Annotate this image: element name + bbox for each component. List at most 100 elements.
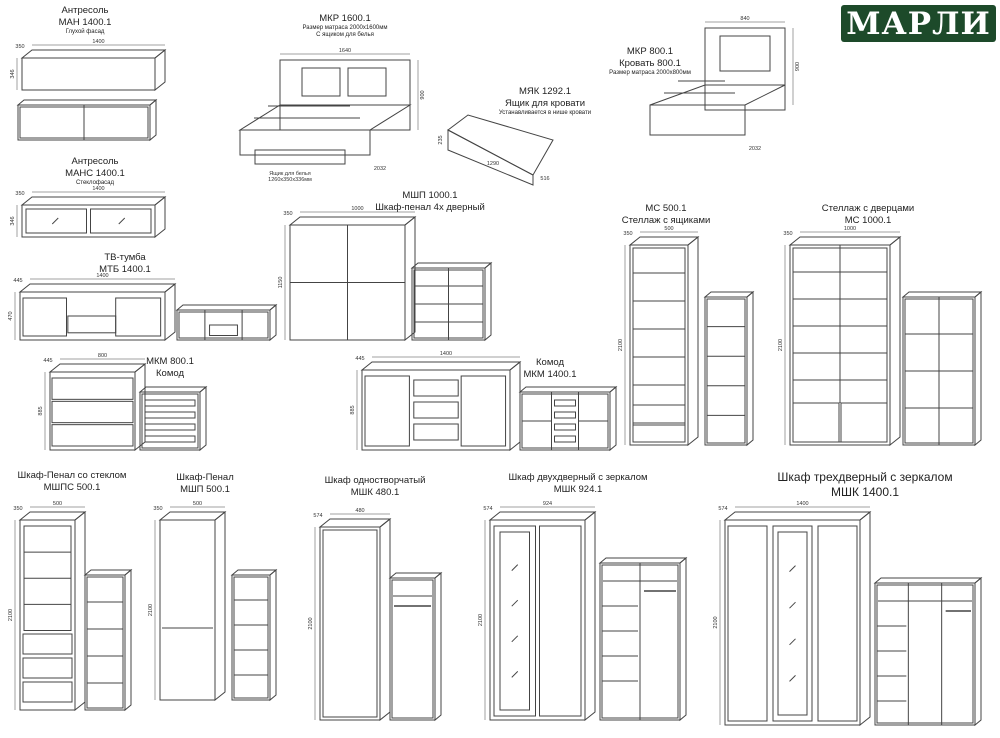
- product-subtitle: МТБ 1400.1: [99, 263, 151, 275]
- mirror-glint: [511, 564, 519, 571]
- side-face: [584, 510, 596, 722]
- mirror-glint: [511, 599, 519, 607]
- dim-height: 235: [438, 135, 444, 144]
- product-title: Комод: [536, 357, 564, 368]
- dim-width: 1400: [96, 273, 108, 279]
- dim-width: 1400: [796, 501, 808, 507]
- top-face: [901, 291, 983, 298]
- product-subtitle: Устанавливается в нише кровати: [498, 109, 592, 116]
- front-face: [19, 291, 166, 341]
- side-face: [164, 282, 176, 342]
- product-subtitle: Размер матраса 2000х1600мм: [302, 24, 388, 31]
- front-face: [629, 244, 689, 446]
- front-face: [176, 309, 271, 341]
- inner-frame: [233, 576, 269, 699]
- product-title: МКР 800.1: [626, 46, 674, 57]
- glass-door: [25, 208, 87, 234]
- dim-width: 1400: [92, 39, 104, 45]
- drawer: [51, 400, 134, 424]
- side-face: [154, 195, 166, 239]
- drawer-note: 1260х350х336мм: [268, 177, 312, 183]
- top-face: [83, 569, 133, 576]
- top-face: [230, 569, 278, 576]
- product-subtitle: Размер матраса 2000х800мм: [609, 69, 691, 76]
- dim-width: 1290: [487, 161, 499, 167]
- side-face: [199, 385, 207, 452]
- door: [364, 375, 410, 447]
- product-subtitle: Комод: [156, 367, 184, 379]
- dim-height: 2100: [308, 617, 314, 629]
- top-face: [410, 262, 493, 269]
- dim-depth: 574: [313, 513, 322, 519]
- inner-frame: [178, 311, 269, 339]
- mirror-glint: [511, 635, 519, 643]
- dim-height: 2100: [618, 339, 624, 351]
- dim-depth: 350: [623, 231, 632, 237]
- top-face: [723, 511, 872, 521]
- brand-logo: МАРЛИ: [841, 5, 996, 42]
- mirror-glint: [789, 601, 796, 609]
- product-title: Антресоль: [71, 156, 119, 167]
- drawer: [413, 379, 459, 397]
- bed-frame: [649, 84, 786, 106]
- product-subtitle: Ящик для кровати: [504, 97, 586, 109]
- drawer: [67, 315, 117, 334]
- front-face: [159, 519, 216, 701]
- door: [539, 525, 582, 717]
- door: [22, 297, 67, 337]
- dim-width: 500: [53, 501, 62, 507]
- product-subtitle: Глухой фасад: [65, 28, 105, 35]
- top-face: [138, 386, 208, 393]
- drawer-tray: [554, 435, 576, 443]
- product-subtitle: МШК 1400.1: [830, 485, 900, 499]
- front-face: [21, 204, 156, 238]
- mirror-glint: [789, 565, 796, 572]
- mirror-glint: [511, 671, 519, 678]
- door: [772, 525, 813, 722]
- side-face: [974, 576, 982, 727]
- top-face: [20, 196, 167, 206]
- door: [792, 402, 840, 443]
- dim-height: 2100: [8, 609, 14, 621]
- drawer-tray: [144, 435, 196, 443]
- side-face: [746, 290, 754, 447]
- dim-width: 480: [355, 508, 364, 514]
- dim-width: 500: [193, 501, 202, 507]
- dim-width: 840: [740, 16, 749, 22]
- front-face: [231, 574, 271, 701]
- side-face: [154, 48, 166, 92]
- inner-frame: [706, 298, 746, 444]
- inner-frame: [632, 247, 686, 443]
- dim-depth: 2032: [749, 146, 761, 152]
- side-face: [269, 303, 277, 342]
- side-face: [269, 568, 277, 702]
- dim-width: 1000: [844, 226, 856, 232]
- drawer-tray: [554, 423, 576, 431]
- front-face: [84, 574, 126, 711]
- door: [727, 525, 768, 722]
- product-title: Антресоль: [61, 5, 109, 16]
- headboard-panel: [301, 67, 341, 97]
- top-face: [703, 291, 755, 298]
- door: [817, 525, 858, 722]
- product-subtitle: Кровать 800.1: [619, 57, 681, 69]
- dim-width: 924: [543, 501, 552, 507]
- drawer: [632, 404, 686, 424]
- drawer-tray: [554, 399, 576, 407]
- bed-front: [239, 129, 371, 156]
- side-face: [889, 235, 901, 447]
- front-face: [361, 369, 511, 451]
- dim-width: 1000: [351, 206, 363, 212]
- dim-depth: 350: [283, 211, 292, 217]
- dim-width: 1640: [339, 48, 351, 54]
- product-subtitle: МАНС 1400.1: [65, 167, 125, 179]
- glass-glint: [118, 217, 126, 225]
- product-subtitle: С ящиком для белья: [316, 32, 374, 39]
- side-face: [379, 517, 391, 722]
